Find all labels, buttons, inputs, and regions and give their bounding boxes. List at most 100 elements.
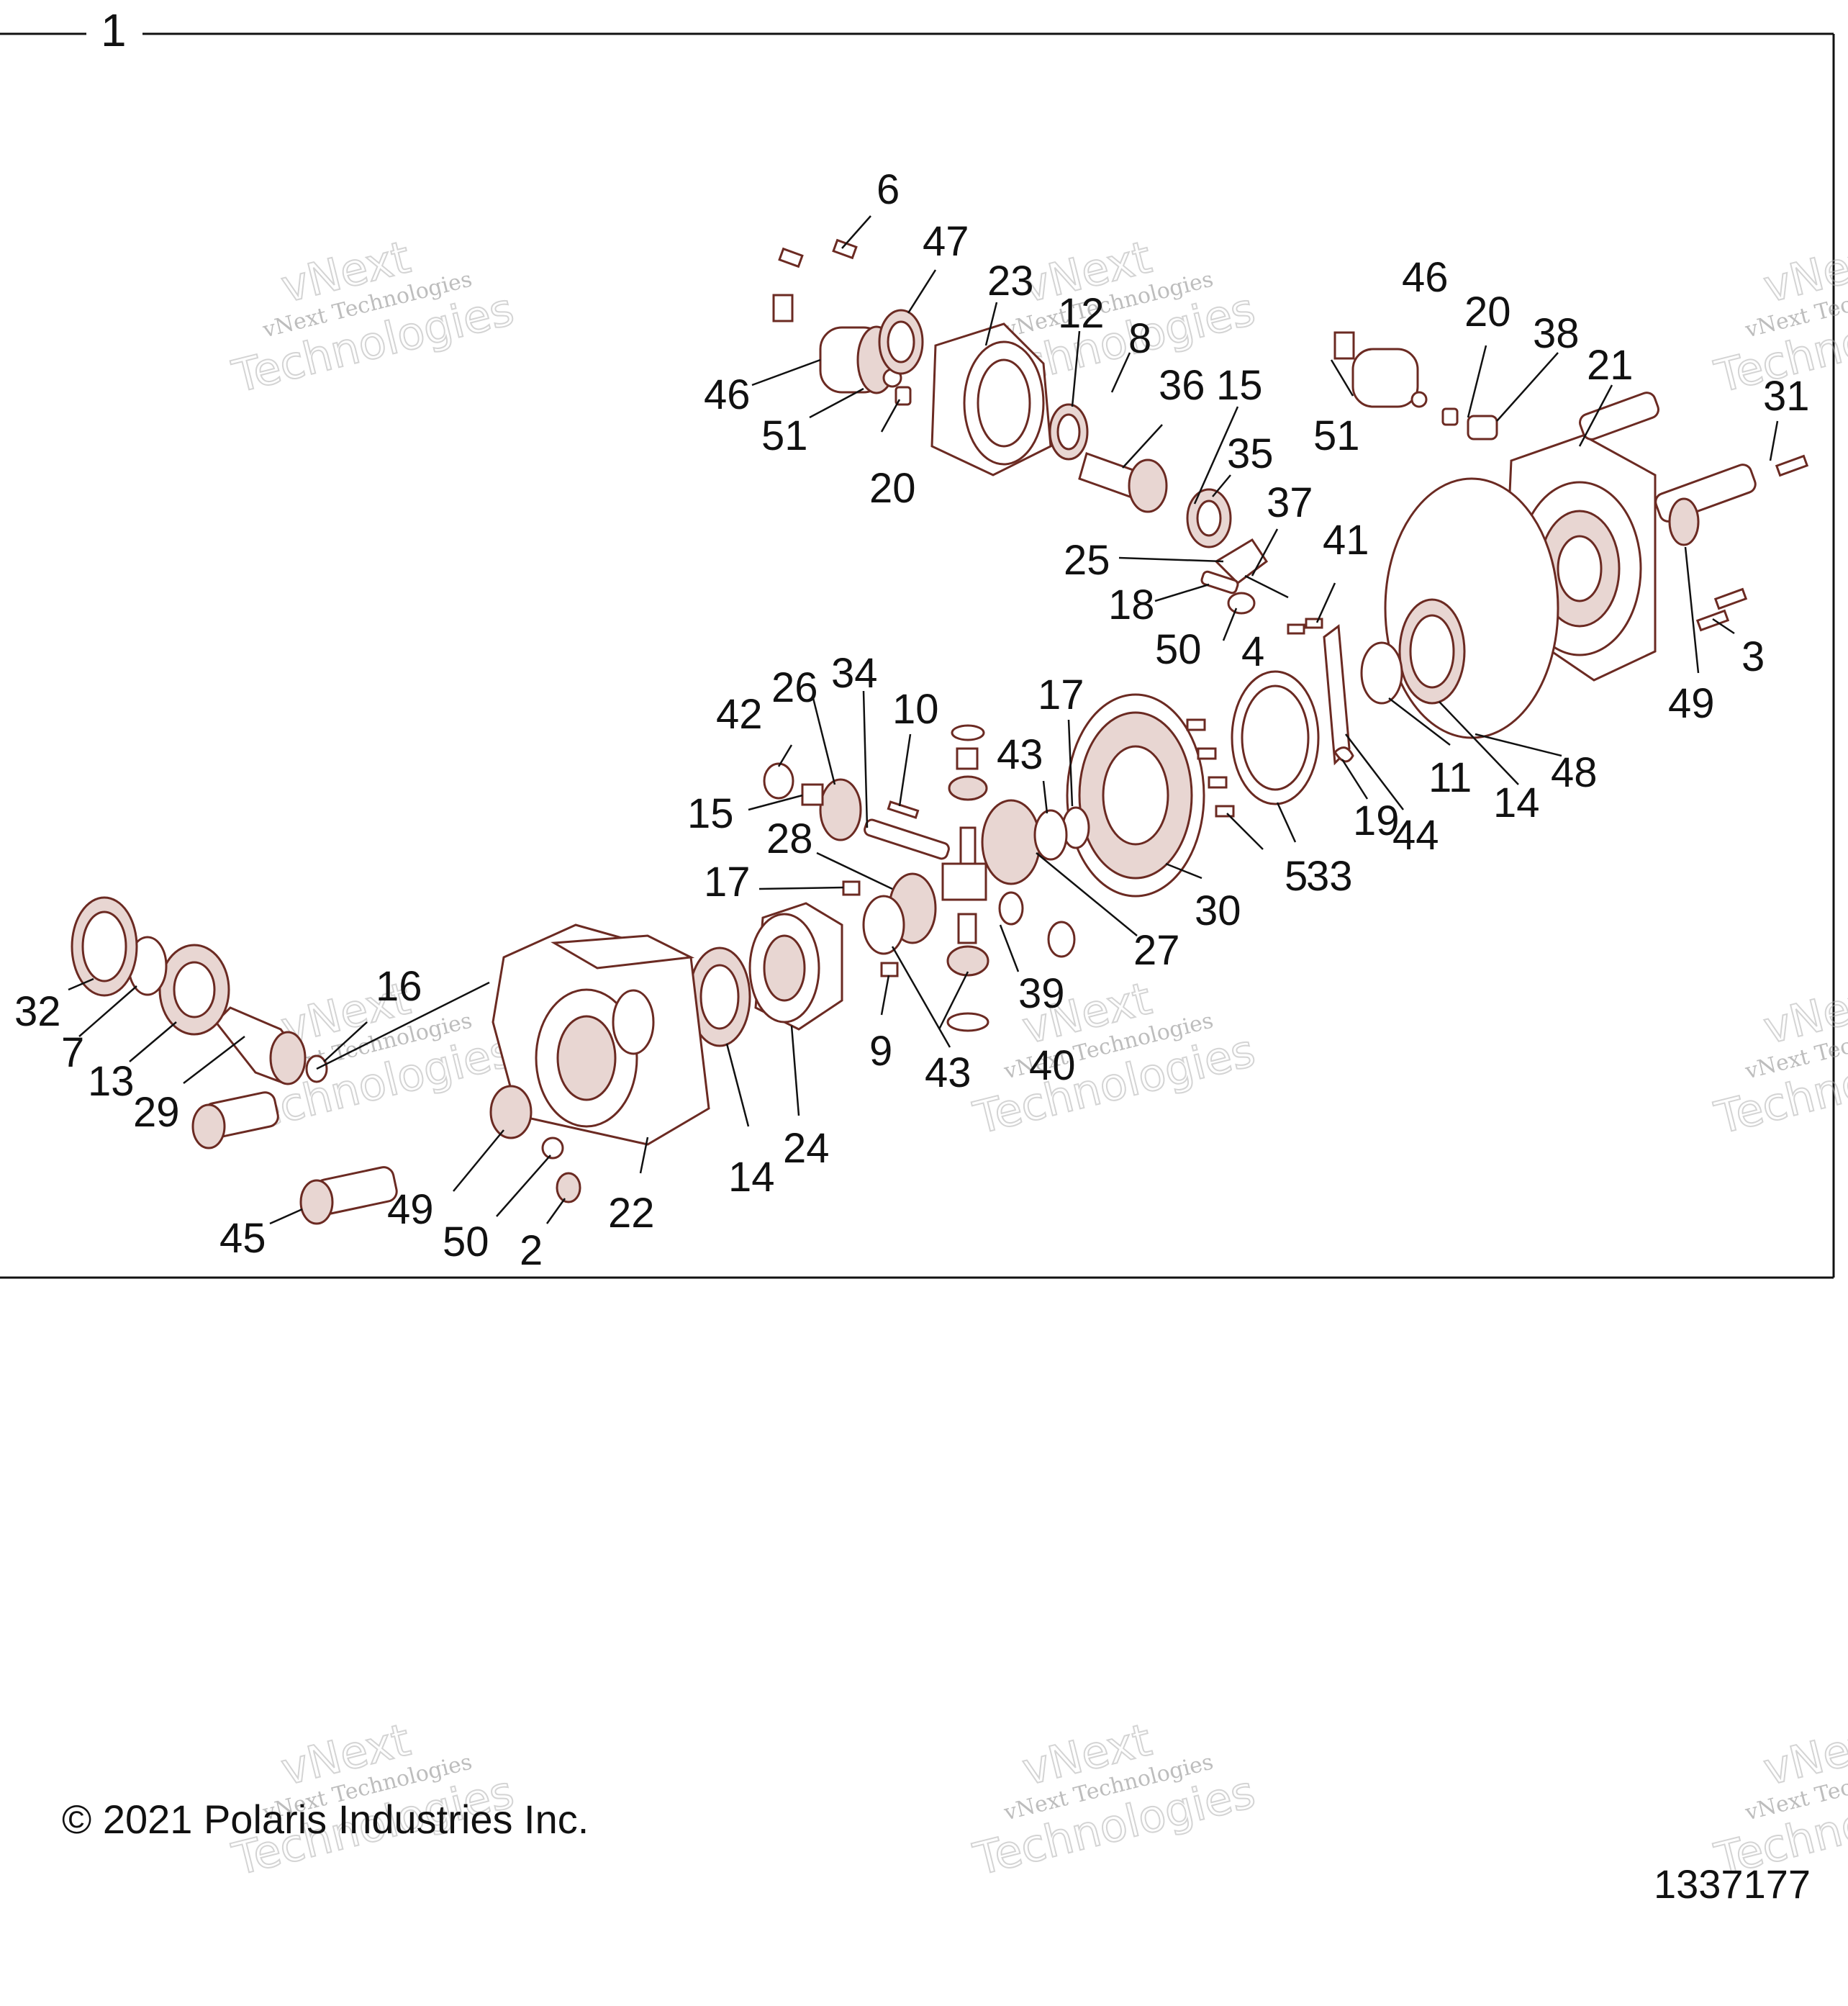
callout-label: 11	[1428, 754, 1472, 801]
callout-label: 46	[1402, 254, 1449, 301]
gear-part	[1186, 488, 1232, 548]
callout-label: 50	[443, 1219, 489, 1265]
callout-label: 31	[1763, 373, 1810, 420]
watermark: vNext vNext Technologies Technologies	[1709, 971, 1848, 1145]
watermark: vNext vNext Technologies Technologies	[227, 1712, 520, 1887]
callout-label: 26	[771, 664, 818, 711]
lower-assembly	[71, 693, 1235, 1225]
bearing-part	[158, 944, 230, 1036]
diagram-frame: 1	[0, 4, 1835, 1279]
callout-label: 44	[1392, 812, 1439, 859]
axle-tube-part	[1579, 392, 1659, 440]
callout-label: 29	[133, 1089, 180, 1136]
seal-part	[489, 1085, 533, 1139]
callout-label: 28	[766, 815, 813, 862]
bearing-part	[1398, 598, 1466, 705]
plate-part	[1231, 670, 1320, 805]
callout-label: 14	[728, 1154, 775, 1201]
watermark: vNext vNext Technologies Technologies	[227, 230, 520, 404]
callout-label: 8	[1128, 315, 1151, 362]
bolt-part	[1695, 609, 1730, 632]
callout-label: 43	[925, 1049, 971, 1096]
upper-assembly	[772, 238, 1809, 805]
seal-part	[1048, 403, 1089, 461]
callout-label: 47	[923, 218, 969, 265]
callout-label: 49	[387, 1186, 434, 1233]
pinion-gear-part	[214, 1006, 307, 1085]
plug-part	[556, 1172, 581, 1203]
callout-label: 17	[704, 859, 751, 905]
callout-label: 19	[1353, 798, 1400, 844]
pin-part	[887, 800, 920, 819]
callout-label: 27	[1133, 927, 1180, 974]
callout-label: 18	[1108, 582, 1155, 628]
spring-part	[1200, 570, 1239, 595]
bolt-part	[880, 962, 899, 977]
shaft-part	[1078, 452, 1168, 513]
callout-label: 24	[783, 1125, 830, 1172]
callout-label: 46	[704, 371, 751, 418]
bolt-part	[1287, 623, 1305, 635]
callout-label: 38	[1533, 310, 1580, 357]
callout-label: 37	[1267, 479, 1313, 526]
sleeve-part	[1467, 415, 1498, 440]
o-ring-part	[1384, 477, 1559, 739]
leader-lines	[68, 215, 1779, 1225]
watermark: vNext vNext Technologies Technologies	[968, 1712, 1261, 1887]
copyright-text: © 2021 Polaris Industries Inc.	[62, 1797, 589, 1842]
o-ring-part	[1360, 641, 1403, 705]
callout-label: 15	[687, 790, 734, 837]
watermark: vNext vNext Technologies Technologies	[968, 971, 1261, 1145]
callout-label: 9	[869, 1028, 892, 1075]
pinion-gear-stack-part	[941, 724, 989, 1032]
callout-label: 6	[877, 166, 900, 213]
coupling-part	[71, 896, 138, 997]
callout-label: 12	[1058, 290, 1105, 337]
callout-label: 2	[520, 1227, 543, 1274]
plug-part	[541, 1137, 564, 1160]
callout-label: 13	[88, 1058, 135, 1105]
callout-label: 7	[61, 1029, 84, 1076]
ring-gear-part	[1066, 693, 1205, 898]
callout-label: 35	[1227, 430, 1274, 477]
shim-part	[1033, 809, 1068, 861]
side-gear-part	[819, 778, 862, 841]
callout-label: 20	[1464, 289, 1511, 335]
seal-part	[1668, 497, 1700, 546]
callout-label: 14	[1493, 780, 1540, 826]
callout-label: 45	[219, 1215, 266, 1262]
callout-label: 3	[1741, 633, 1765, 680]
callout-label: 49	[1668, 680, 1715, 727]
bolt-part	[1713, 587, 1748, 610]
callout-label: 25	[1064, 537, 1110, 584]
callout-label: 40	[1029, 1042, 1076, 1089]
spring-part	[1441, 407, 1459, 426]
axle-tube-part	[1654, 464, 1757, 523]
frame-label: 1	[101, 4, 127, 56]
actuator-part	[1333, 331, 1428, 408]
actuator-part	[772, 294, 902, 394]
axle-stub-part	[191, 1091, 279, 1149]
clip-part	[1333, 746, 1354, 763]
callout-label: 51	[1313, 412, 1360, 459]
callout-label: 30	[1195, 887, 1241, 934]
axle-stub-part	[299, 1166, 398, 1225]
callout-label: 4	[1241, 628, 1264, 675]
bearing-part	[688, 946, 751, 1047]
callout-numbers: 6 47 23 12 8 46 20 38 21 31 46 51 36 15 …	[14, 166, 1810, 1274]
callout-label: 15	[1216, 362, 1263, 409]
cross-pin-part	[864, 818, 950, 860]
callout-label: 42	[716, 691, 763, 738]
callout-label: 22	[608, 1190, 655, 1237]
shift-fork-part	[1214, 538, 1289, 599]
washer-part	[1227, 592, 1256, 615]
callout-label: 17	[1038, 672, 1084, 718]
washer-part	[1047, 921, 1076, 958]
bracket-part	[1323, 624, 1351, 766]
callout-label: 20	[869, 465, 916, 512]
main-housing-part	[492, 923, 710, 1146]
bolt-part	[1305, 618, 1323, 629]
bolt-part	[1775, 454, 1809, 477]
washer-part	[998, 891, 1024, 926]
